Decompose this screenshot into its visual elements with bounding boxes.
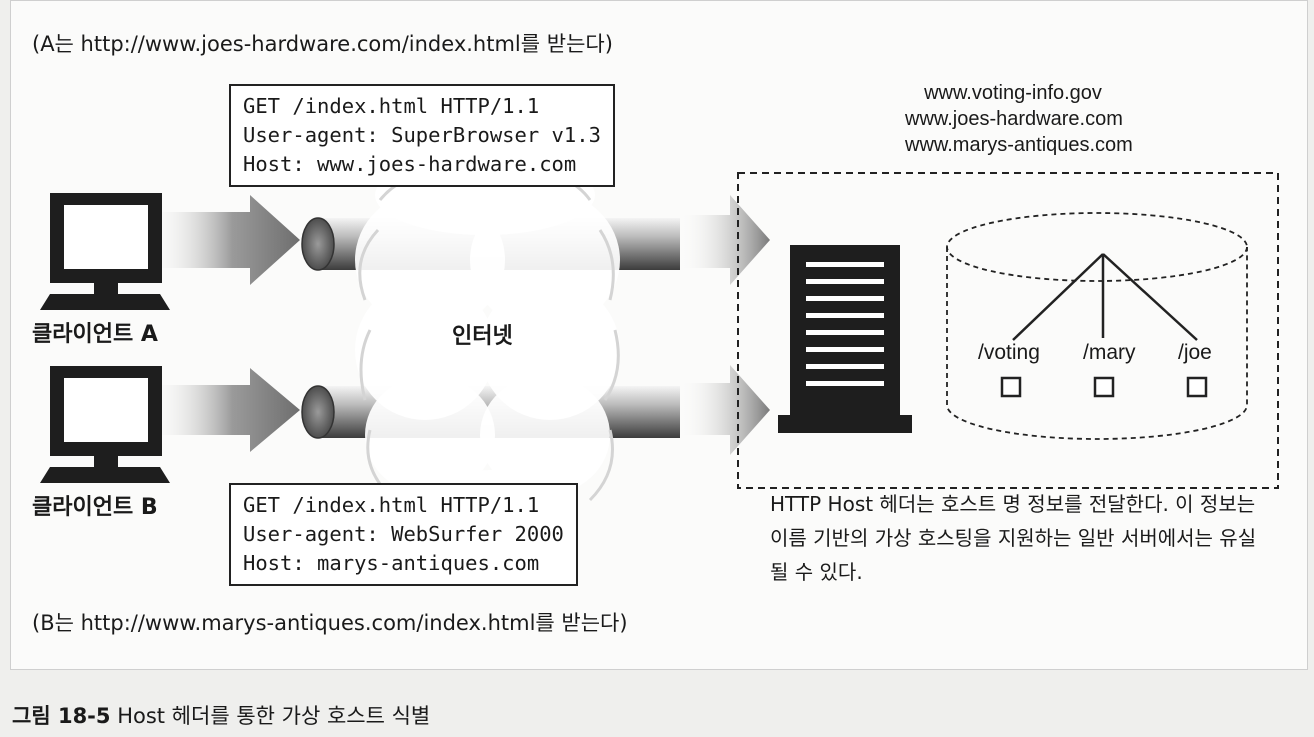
file-icons [1000,376,1208,398]
host-name: www.marys-antiques.com [905,134,1133,156]
host-name: www.voting-info.gov [924,82,1102,104]
request-box-b: GET /index.html HTTP/1.1 User-agent: Web… [229,483,578,586]
host-name: www.joes-hardware.com [905,108,1123,130]
dir-voting: /voting [978,341,1040,364]
computer-icon-client-b [40,366,170,483]
dir-joe: /joe [1178,341,1212,364]
pipe-a-end [301,217,335,271]
client-a-label: 클라이언트 A [32,322,158,347]
arrow-to-server-b [680,365,770,455]
description-note: HTTP Host 헤더는 호스트 명 정보를 전달한다. 이 정보는 이름 기… [770,492,1257,584]
figure-frame [10,0,1308,670]
dir-mary: /mary [1083,341,1136,364]
arrow-client-b [150,368,300,452]
directory-tree [1012,253,1198,341]
virtual-host-box [737,172,1279,489]
request-a-line: Host: www.joes-hardware.com [243,152,577,176]
storage-cylinder [946,212,1248,440]
internet-cloud [355,155,620,550]
arrow-client-a [150,195,300,285]
host-list: www.voting-info.gov www.joes-hardware.co… [905,80,1133,158]
request-b-line: User-agent: WebSurfer 2000 [243,522,564,546]
request-a-line: GET /index.html HTTP/1.1 [243,94,540,118]
client-b-label: 클라이언트 B [32,495,158,520]
request-box-a: GET /index.html HTTP/1.1 User-agent: Sup… [229,84,615,187]
figure-caption-text: Host 헤더를 통한 가상 호스트 식별 [110,704,431,728]
pipe-b-end [301,385,335,439]
caption-client-a: (A는 http://www.joes-hardware.com/index.h… [32,32,613,56]
request-a-line: User-agent: SuperBrowser v1.3 [243,123,601,147]
figure-caption: 그림 18-5 Host 헤더를 통한 가상 호스트 식별 [12,700,430,730]
server-icon [778,245,912,433]
caption-client-b: (B는 http://www.marys-antiques.com/index.… [32,611,628,635]
request-b-line: Host: marys-antiques.com [243,551,540,575]
internet-label: 인터넷 [452,324,513,349]
computer-icon-client-a [40,193,170,310]
request-b-line: GET /index.html HTTP/1.1 [243,493,540,517]
figure-number: 그림 18-5 [12,704,111,728]
arrow-to-server-a [680,195,770,285]
